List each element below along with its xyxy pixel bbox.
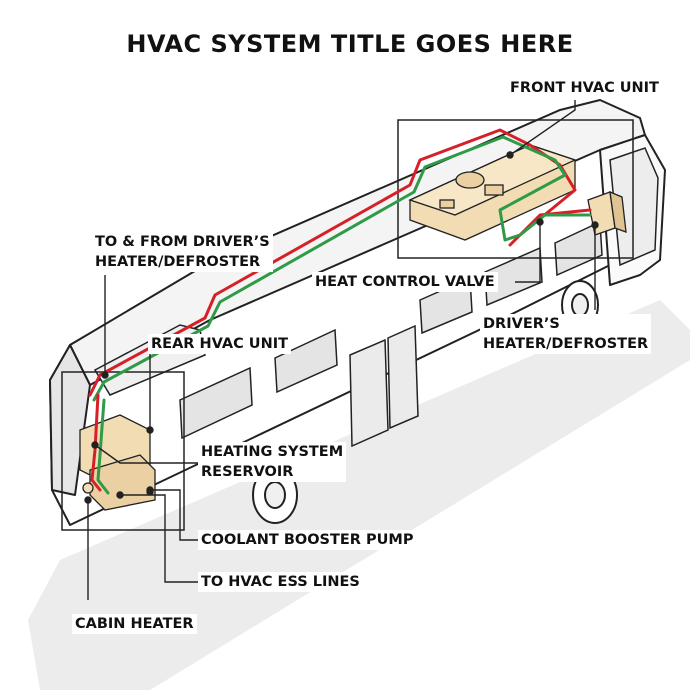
label-cabin-heater: CABIN HEATER (72, 614, 197, 634)
side-window (554, 220, 603, 277)
label-to-from-drivers-heater: TO & FROM DRIVER’S HEATER/DEFROSTER (92, 232, 273, 272)
hot-line-rear (90, 393, 102, 492)
ground-shadow (28, 300, 690, 690)
hot-line (88, 128, 592, 397)
label-drivers-heater-defroster: DRIVER’S HEATER/DEFROSTER (480, 314, 652, 354)
front-hvac-callout-box (397, 119, 634, 259)
bus-windshield (609, 147, 659, 267)
drivers-heater-graphic (587, 190, 627, 236)
label-heating-system-reservoir: HEATING SYSTEM RESERVOIR (198, 442, 347, 482)
front-hvac-unit-graphic (408, 144, 577, 241)
label-coolant-booster-pump: COOLANT BOOSTER PUMP (198, 530, 417, 550)
side-window (179, 366, 253, 440)
side-window (274, 328, 338, 394)
leader-ess-lines (120, 494, 200, 583)
side-window (484, 246, 543, 307)
side-door (349, 324, 419, 448)
leader-heat-control-valve (515, 222, 541, 283)
coolant-lines (88, 128, 592, 495)
label-to-hvac-ess-lines: TO HVAC ESS LINES (198, 572, 363, 592)
leader-front-hvac (509, 100, 576, 156)
label-rear-hvac-unit: REAR HVAC UNIT (148, 334, 291, 354)
leader-lines (84, 100, 599, 600)
side-windows (179, 220, 603, 440)
leader-booster-pump (150, 489, 200, 541)
rear-hvac-unit-graphic (79, 414, 156, 511)
label-front-hvac-unit: FRONT HVAC UNIT (507, 78, 662, 98)
label-heat-control-valve: HEAT CONTROL VALVE (312, 272, 498, 292)
diagram-title: HVAC SYSTEM TITLE GOES HERE (126, 30, 574, 58)
leader-reservoir (94, 444, 200, 464)
cold-line (92, 135, 592, 402)
cold-line-rear (96, 398, 110, 495)
